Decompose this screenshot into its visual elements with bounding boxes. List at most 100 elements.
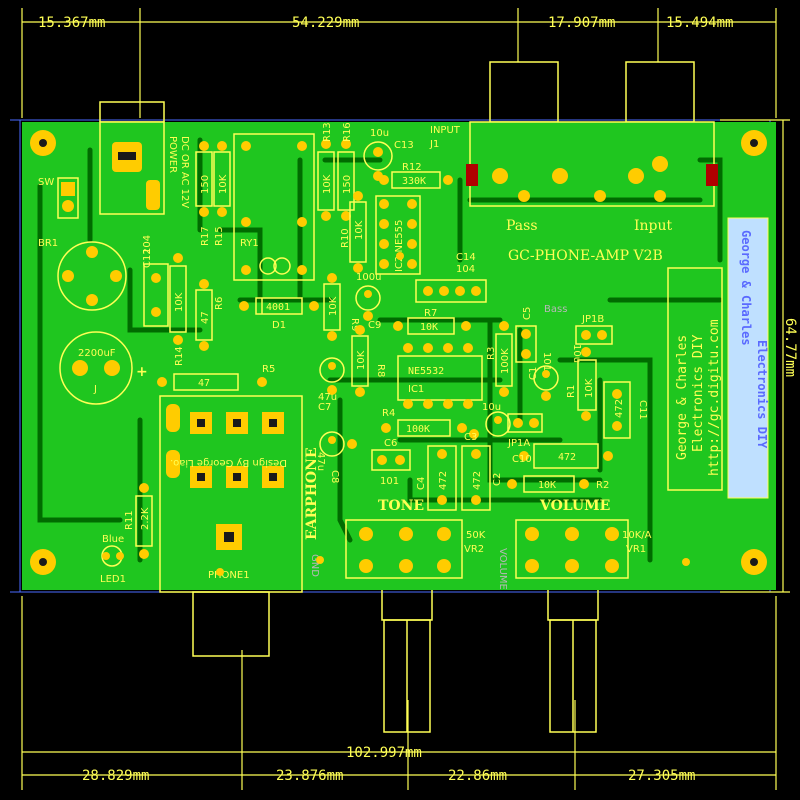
resistor-r5	[157, 373, 267, 391]
misc-pads	[216, 252, 690, 576]
brand-line-3: http://gc.digitu.com	[707, 319, 722, 476]
c8-label: C8	[329, 470, 340, 483]
resistor-r6	[195, 279, 213, 351]
c10-label: C10	[512, 454, 532, 465]
capacitor-c10	[519, 443, 613, 469]
led1-label: LED1	[100, 574, 126, 585]
jp1a-label: JP1A	[507, 438, 530, 449]
vr2-val: 50K	[466, 530, 486, 541]
ic1-label: IC1	[408, 384, 424, 395]
brand-mirror-2: Electronics DIY	[755, 340, 769, 449]
switch-sw	[57, 177, 79, 219]
r8-val: 10K	[356, 350, 367, 370]
resistor-r7	[393, 317, 471, 335]
c5-val: 101	[541, 352, 552, 371]
r16-label: R16	[342, 122, 353, 142]
capacitor-c5	[515, 325, 537, 363]
dim-top-4: 15.494mm	[666, 15, 733, 31]
r14-label: R14	[174, 346, 185, 366]
r1-label: R1	[566, 385, 577, 398]
led-color-label: Blue	[102, 534, 124, 545]
ic1-ne5532	[397, 343, 483, 409]
c9-label: C9	[368, 320, 381, 331]
resistors-r17-r15	[195, 141, 231, 217]
r12-label: R12	[402, 162, 422, 173]
bridge-rectifier-br1	[57, 241, 127, 311]
cap-j-label: J	[93, 384, 97, 395]
dim-bottom-total: 102.997mm	[346, 745, 422, 761]
svg-text:+: +	[136, 364, 148, 380]
c1-val: 10u	[571, 344, 582, 363]
dim-bottom-3: 22.86mm	[448, 768, 507, 784]
resistor-r1	[577, 347, 597, 421]
r5-val: 47	[198, 378, 210, 389]
c1-label: C1	[528, 367, 539, 380]
c3-val: 10u	[482, 402, 501, 413]
r6-val: 47	[200, 311, 211, 324]
resistor-r12	[379, 171, 453, 189]
ry1-label: RY1	[240, 238, 259, 249]
r7-label: R7	[424, 308, 437, 319]
br1-label: BR1	[38, 238, 58, 249]
led1	[101, 545, 124, 567]
c2-label: C2	[492, 473, 503, 486]
c7-val: 47u	[318, 392, 337, 403]
c14-label: C14	[456, 252, 476, 263]
r10-label: R10	[340, 228, 351, 248]
board-name: GC-PHONE-AMP V2B	[508, 248, 663, 264]
capacitor-c9	[355, 285, 381, 321]
dim-top-2: 54.229mm	[292, 15, 359, 31]
brand-mirror-1: George & Charles	[739, 230, 753, 346]
c12-val: 104	[142, 235, 153, 254]
brand-line-1: George & Charles	[675, 335, 690, 460]
resistor-r4	[381, 419, 467, 437]
mounting-holes	[30, 130, 767, 575]
r13-val: 10K	[322, 174, 333, 194]
dc-label-2: DC OR AC 12V	[179, 136, 190, 208]
c6-val: 101	[380, 476, 399, 487]
r2-val: 10K	[538, 480, 556, 491]
r14-val: 10K	[174, 292, 185, 312]
ic2-ne555	[375, 195, 421, 275]
r10-val: 10K	[354, 220, 365, 240]
diode-d1	[239, 297, 319, 315]
pot-vr2-tone	[345, 519, 463, 579]
ic2-label: IC2 NE555	[394, 220, 405, 272]
resistor-r3	[495, 321, 513, 397]
resistor-r9	[323, 273, 341, 341]
c12-label: C12	[142, 248, 153, 268]
jp1b-label: JP1B	[581, 314, 604, 325]
dim-top-1: 15.367mm	[38, 15, 105, 31]
r17-label: R17	[200, 226, 211, 246]
c11-val: 472	[614, 399, 625, 418]
r12-val: 330K	[402, 176, 426, 187]
resistors-r13-r16	[317, 139, 355, 221]
sw-label: SW	[38, 177, 54, 188]
dim-bottom-1: 28.829mm	[82, 768, 149, 784]
r7-val: 10K	[420, 322, 438, 333]
capacitor-c1	[533, 365, 559, 401]
ic1-val: NE5532	[408, 366, 444, 377]
brand-line-2: Electronics DIY	[691, 334, 706, 452]
input-jack-j1	[466, 121, 718, 207]
relay-ry1	[233, 133, 315, 281]
c4-val: 472	[438, 471, 449, 490]
resistor-r2	[507, 475, 589, 493]
volume-mirror-label: VOLUME	[497, 548, 508, 590]
resistor-r11	[135, 483, 153, 559]
r6-label: R6	[214, 297, 225, 310]
r1-val: 10K	[584, 378, 595, 398]
dim-bottom-4: 27.305mm	[628, 768, 695, 784]
vr1-label: VR1	[626, 544, 646, 555]
vr2-label: VR2	[464, 544, 484, 555]
r17-val: 150	[200, 175, 211, 194]
phone1-label: PHONE1	[208, 570, 250, 581]
jumper-jp1b	[575, 325, 613, 345]
earphone-socket	[159, 395, 303, 593]
capacitors-c4-c2	[427, 445, 491, 511]
c13-label: C13	[394, 140, 414, 151]
bass-label: Bass	[544, 304, 567, 315]
c9-val: 100u	[356, 272, 381, 283]
r4-label: R4	[382, 408, 395, 419]
